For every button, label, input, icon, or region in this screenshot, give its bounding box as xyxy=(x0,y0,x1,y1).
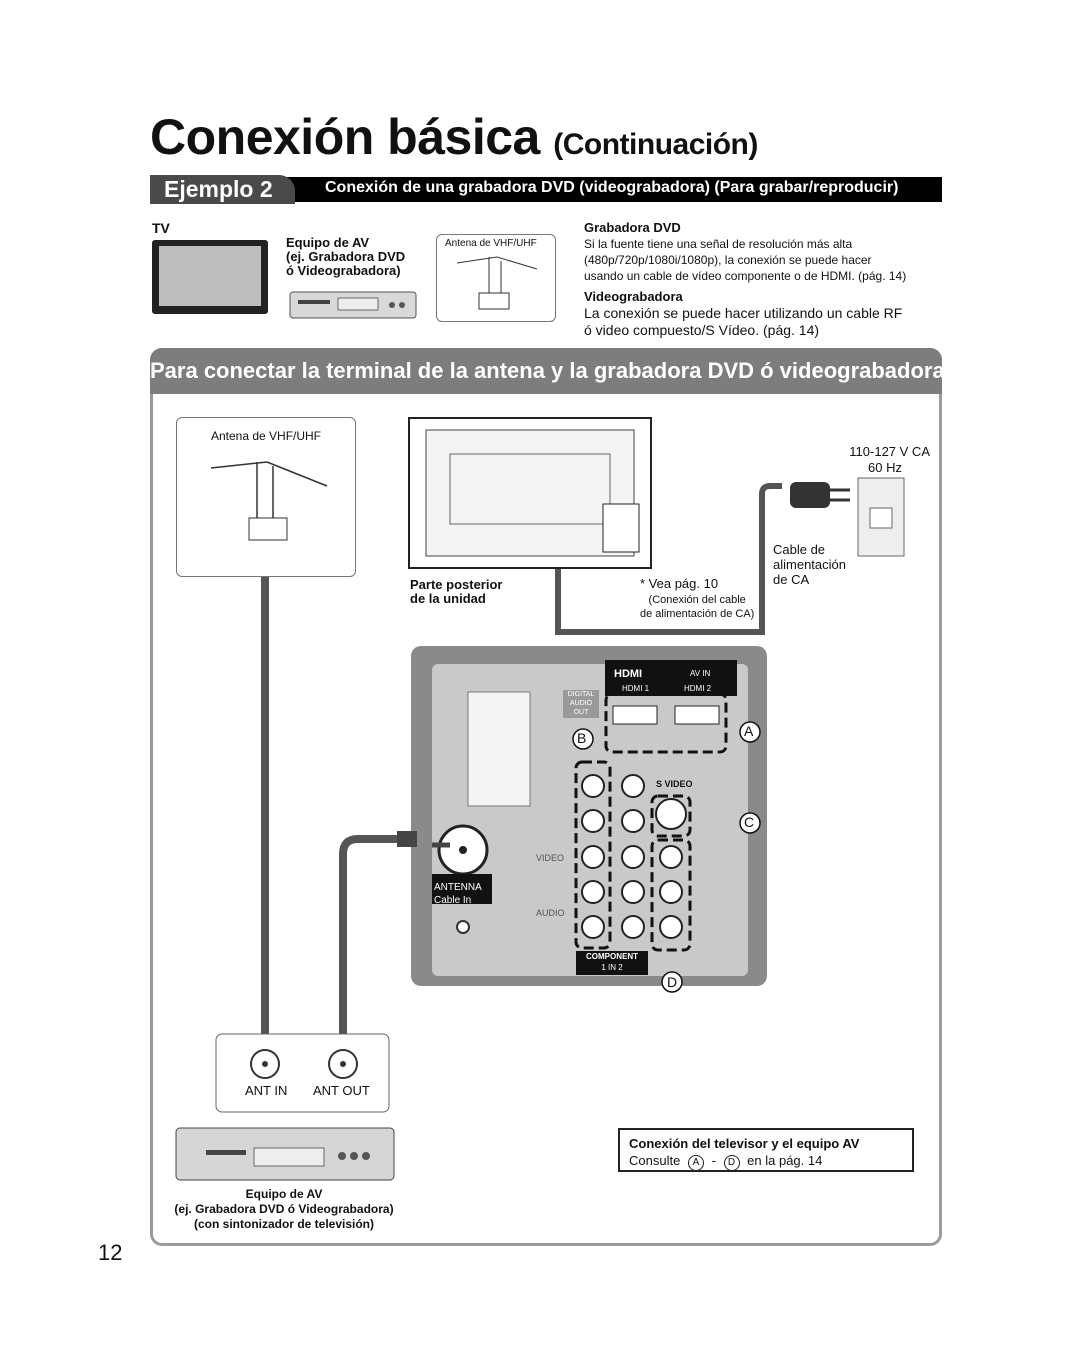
ant-out-label: ANT OUT xyxy=(313,1083,370,1098)
example-bar: Ejemplo 2 Conexión de una grabadora DVD … xyxy=(150,175,942,204)
vcr-title: Videograbadora xyxy=(584,289,683,304)
hdmi-logo: HDMI xyxy=(614,668,643,680)
hdmi1-label: HDMI 1 xyxy=(622,684,650,693)
video-label: VIDEO xyxy=(536,853,565,863)
page-title-sub: (Continuación) xyxy=(553,128,758,161)
see-page-detail: (Conexión del cable de alimentación de C… xyxy=(640,594,755,620)
antenna-box: Antena de VHF/UHF xyxy=(176,417,356,577)
av-in-label: AV IN xyxy=(690,669,711,678)
component-label: COMPONENT 1 IN 2 xyxy=(576,951,648,975)
vcr-text: La conexión se puede hacer utilizando un… xyxy=(584,305,903,338)
frequency-label: 60 Hz xyxy=(868,460,902,475)
note-box: Conexión del televisor y el equipo AV Co… xyxy=(618,1128,914,1172)
note-callout-d: D xyxy=(723,1155,740,1171)
av-equipment-label: Equipo de AV (ej. Grabadora DVD ó Videog… xyxy=(286,235,406,278)
page-title: Conexión básica (Continuación) xyxy=(150,108,758,166)
connection-diagram xyxy=(175,417,905,1181)
dvd-recorder-text: Si la fuente tiene una señal de resoluci… xyxy=(584,237,907,283)
callout-b: B xyxy=(577,730,587,746)
note-callout-a: A xyxy=(687,1155,704,1171)
recorder-small-icon xyxy=(289,291,417,319)
panel-heading: Para conectar la terminal de la antena y… xyxy=(150,348,945,394)
note-title: Conexión del televisor y el equipo AV xyxy=(629,1136,860,1151)
example-label: Ejemplo 2 xyxy=(150,175,295,204)
example-description: Conexión de una grabadora DVD (videograb… xyxy=(325,179,899,196)
equipment-caption: Equipo de AV (ej. Grabadora DVD ó Videog… xyxy=(174,1187,394,1231)
antenna-terminal-label: ANTENNA Cable In xyxy=(434,882,482,906)
digital-audio-label: DIGITAL AUDIO OUT xyxy=(563,690,599,718)
hdmi2-label: HDMI 2 xyxy=(684,684,712,693)
antenna-icon xyxy=(210,461,328,541)
voltage-label: 110-127 V CA xyxy=(849,444,930,459)
antenna-small-icon xyxy=(456,256,538,310)
dvd-recorder-title: Grabadora DVD xyxy=(584,220,681,235)
ant-in-label: ANT IN xyxy=(245,1083,288,1098)
antenna-small-box: Antena de VHF/UHF xyxy=(436,234,556,322)
tv-label: TV xyxy=(152,220,170,236)
callout-a: A xyxy=(744,723,754,739)
callout-d: D xyxy=(667,974,678,990)
page-title-main: Conexión básica xyxy=(150,109,540,165)
power-cable-label: Cable de alimentación de CA xyxy=(773,542,846,587)
svideo-label: S VIDEO xyxy=(656,779,693,789)
tv-illustration xyxy=(152,240,268,314)
callout-c: C xyxy=(744,814,755,830)
rear-unit-label: Parte posterior de la unidad xyxy=(410,577,503,606)
audio-label: AUDIO xyxy=(536,908,565,918)
note-reference: Consulte A - D en la pág. 14 xyxy=(629,1153,822,1171)
page-number: 12 xyxy=(98,1240,123,1265)
see-page-label: * Vea pág. 10 xyxy=(640,576,719,591)
